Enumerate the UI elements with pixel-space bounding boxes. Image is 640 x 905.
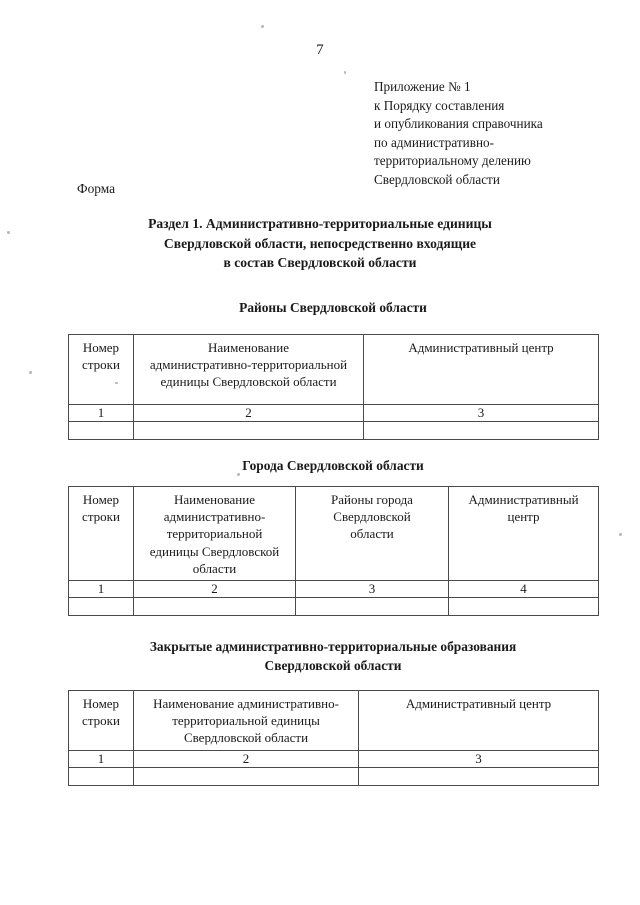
table-caption-line: Закрытые административно-территориальные… [149, 639, 517, 654]
header-line: Административный [468, 492, 579, 507]
header-line: единицы Свердловской области [160, 374, 337, 390]
header-line: области [192, 560, 237, 576]
header-line: строки [82, 713, 120, 729]
table-districts: Номер строки Наименование административн… [68, 334, 599, 440]
table-cell [133, 421, 364, 440]
scan-speck [344, 71, 346, 74]
column-number: 3 [358, 749, 599, 768]
column-number: 2 [133, 749, 359, 768]
table-cell [358, 766, 599, 786]
section-title: Раздел 1. Административно-территориальны… [70, 214, 570, 273]
section-title-line: Раздел 1. Административно-территориальны… [148, 216, 492, 231]
table-closed-formations: Номер строки Наименование административн… [68, 690, 599, 786]
scan-speck [7, 231, 10, 234]
table-caption-line: Районы Свердловской области [239, 300, 427, 315]
table-cities: Номер строки Наименование административн… [68, 485, 599, 617]
header-cell-row-number: Номер строки [68, 334, 134, 405]
header-line: области [350, 526, 394, 542]
header-line: строки [82, 509, 120, 525]
table-cell [133, 766, 359, 786]
header-cell-administrative-center: Административный центр [448, 485, 599, 582]
addressee-line: и опубликования справочника [374, 116, 543, 132]
page-number: 7 [316, 42, 324, 58]
scan-speck [237, 473, 240, 476]
header-line: административно- [163, 509, 266, 525]
table-caption-districts: Районы Свердловской области [63, 298, 603, 317]
addressee-line: территориальному делению [374, 153, 531, 169]
header-cell-unit-name: Наименование административно-территориал… [133, 334, 364, 405]
table-caption-closed-formations: Закрытые административно-территориальные… [63, 637, 603, 675]
table-header-row: Номер строки Наименование административн… [68, 334, 599, 405]
table-caption-cities: Города Свердловской области [63, 456, 603, 475]
column-number: 1 [68, 404, 134, 422]
column-number: 3 [295, 580, 449, 599]
header-cell-city-districts: Районы города Свердловской области [295, 485, 449, 582]
header-line: Номер [82, 340, 120, 355]
header-cell-unit-name: Наименование административно- территориа… [133, 485, 296, 582]
column-number: 2 [133, 580, 296, 599]
table-cell [295, 597, 449, 617]
header-line: территориальной [166, 526, 263, 542]
table-row [68, 421, 599, 440]
table-cell [363, 421, 599, 440]
table-column-number-row: 1 2 3 [68, 749, 599, 768]
header-cell-row-number: Номер строки [68, 690, 134, 751]
table-column-number-row: 1 2 3 4 [68, 580, 599, 599]
table-row [68, 766, 599, 786]
table-cell [448, 597, 599, 617]
column-number: 4 [448, 580, 599, 599]
addressee-line: Свердловской области [374, 171, 500, 187]
header-cell-row-number: Номер строки [68, 485, 134, 582]
header-line: Районы города [331, 492, 413, 507]
section-title-line: Свердловской области, непосредственно вх… [163, 235, 477, 251]
header-line: Административный центр [408, 340, 554, 355]
header-line: центр [507, 509, 540, 525]
header-line: строки [82, 357, 120, 373]
table-header-row: Номер строки Наименование административн… [68, 485, 599, 582]
table-caption-line: Свердловской области [264, 658, 402, 673]
addressee-line: Приложение № 1 [374, 79, 471, 94]
scan-speck [29, 371, 32, 374]
header-line: единицы Свердловской [149, 543, 280, 559]
form-label: Форма [77, 181, 116, 196]
table-row [68, 597, 599, 617]
header-line: Наименование [208, 340, 289, 355]
header-line: административно-территориальной [149, 357, 348, 373]
table-cell [68, 421, 134, 440]
table-cell [68, 766, 134, 786]
table-header-row: Номер строки Наименование административн… [68, 690, 599, 751]
table-column-number-row: 1 2 3 [68, 404, 599, 422]
header-line: Свердловской области [183, 730, 309, 746]
header-line: Наименование административно- [153, 696, 339, 711]
header-cell-administrative-center: Административный центр [358, 690, 599, 751]
addressee-line: к Порядку составления [374, 97, 505, 113]
section-title-line: в состав Свердловской области [223, 255, 417, 270]
appendix-reference-block: Приложение № 1 к Порядку составления и о… [374, 78, 624, 190]
scan-speck [619, 533, 622, 536]
header-line: Административный центр [405, 696, 552, 711]
header-line: Номер [82, 696, 120, 711]
header-line: Наименование [174, 492, 255, 507]
column-number: 1 [68, 749, 134, 768]
header-line: Номер [82, 492, 120, 507]
header-line: территориальной единицы [172, 713, 320, 729]
column-number: 1 [68, 580, 134, 599]
table-cell [133, 597, 296, 617]
addressee-line: по административно- [374, 134, 495, 150]
scan-speck [261, 25, 264, 28]
header-cell-administrative-center: Административный центр [363, 334, 599, 405]
header-cell-unit-name: Наименование административно- территориа… [133, 690, 359, 751]
table-caption-line: Города Свердловской области [242, 458, 424, 473]
header-line: Свердловской [333, 509, 411, 525]
column-number: 3 [363, 404, 599, 422]
column-number: 2 [133, 404, 364, 422]
table-cell [68, 597, 134, 617]
